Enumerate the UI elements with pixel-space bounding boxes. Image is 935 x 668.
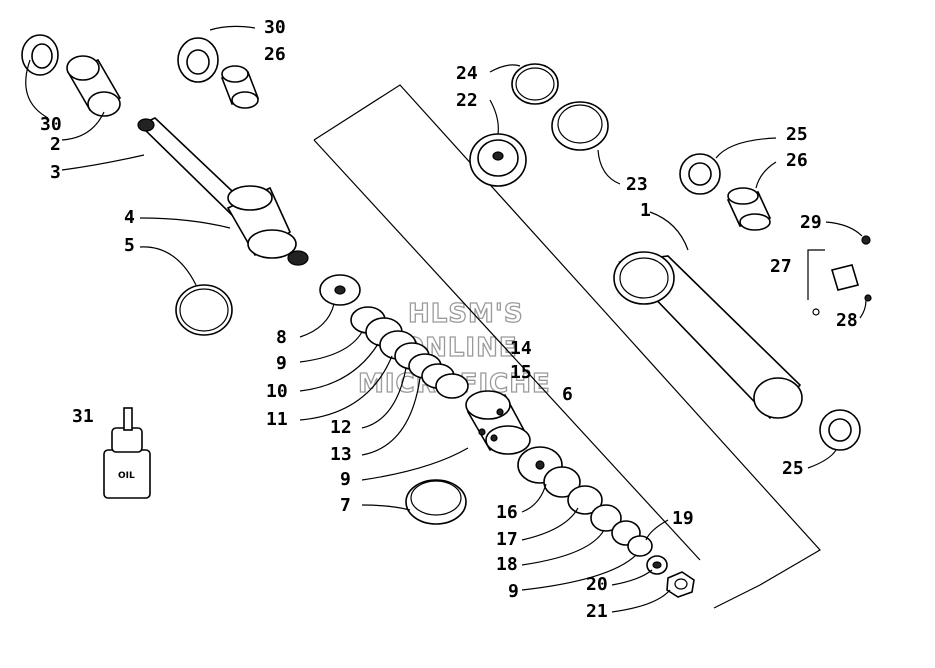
bushing-25-upper: [679, 153, 721, 195]
o-ring-24-inner: [515, 67, 555, 101]
callout-31: 31: [72, 406, 94, 427]
callout-12: 12: [330, 417, 352, 438]
leader-lines: [25, 25, 867, 613]
callout-13: 13: [330, 444, 352, 465]
eyelet-bushing-30-right: [177, 37, 219, 83]
o-ring-5-inner: [179, 288, 229, 332]
shock-body-1: [613, 251, 803, 420]
seal-head-22: [469, 133, 527, 187]
callout-16: 16: [496, 502, 518, 523]
callout-29: 29: [800, 212, 822, 233]
eyelet-2: [66, 55, 122, 117]
eyelet-bushing-30-left: [21, 34, 59, 76]
callout-28: 28: [836, 310, 858, 331]
oil-bottle-label: OIL: [118, 471, 135, 481]
callout-21: 21: [586, 601, 608, 622]
callout-14: 14: [510, 338, 532, 359]
callout-10: 10: [266, 381, 288, 402]
shaft-head-4: [226, 185, 309, 266]
callout-labels: 30 26 30 2 3 4 5 8 9 10 11 12 13 9 7 14 …: [40, 17, 858, 622]
callout-6: 6: [562, 384, 573, 405]
piston-6: [465, 390, 531, 455]
callout-18: 18: [496, 554, 518, 575]
callout-22: 22: [456, 90, 478, 111]
callout-30-left: 30: [40, 114, 62, 135]
callout-26-right: 26: [786, 150, 808, 171]
callout-9-upper: 9: [276, 353, 287, 374]
callout-24: 24: [456, 63, 478, 84]
assembly-frame-left: [313, 139, 701, 561]
callout-1: 1: [640, 200, 651, 221]
piston-band-7: [405, 479, 467, 525]
callout-25-lower: 25: [782, 458, 804, 479]
callout-11: 11: [266, 409, 288, 430]
callout-15: 15: [510, 362, 532, 383]
callout-17: 17: [496, 529, 518, 550]
callout-5: 5: [124, 235, 135, 256]
callout-4: 4: [124, 207, 135, 228]
oil-bottle-31: OIL: [103, 407, 151, 499]
callout-27: 27: [770, 256, 792, 277]
o-ring-24: [511, 63, 559, 105]
callout-23: 23: [626, 174, 648, 195]
watermark-line1: HLSM'S: [408, 299, 524, 329]
callout-30-top: 30: [264, 17, 286, 38]
bushing-26-left: [220, 65, 260, 109]
callout-8: 8: [276, 327, 287, 348]
callout-2: 2: [50, 134, 61, 155]
band-23: [551, 101, 609, 151]
callout-25-upper: 25: [786, 124, 808, 145]
valve-assembly-27: [812, 235, 872, 316]
washer-stack: [319, 274, 469, 399]
callout-9-middle: 9: [340, 469, 351, 490]
bushing-26-right: [726, 187, 772, 231]
callout-7: 7: [340, 495, 351, 516]
o-ring-5: [175, 284, 233, 336]
assembly-frame: [313, 84, 821, 609]
callout-19: 19: [672, 508, 694, 529]
callout-20: 20: [586, 574, 608, 595]
bushing-25-lower: [819, 409, 861, 451]
callout-26-top-left: 26: [264, 44, 286, 65]
callout-3: 3: [50, 162, 61, 183]
watermark: HLSM'S ONLINE MICROFICHE: [357, 298, 550, 399]
lower-washer-stack: [517, 446, 695, 598]
callout-9-lower: 9: [508, 581, 519, 602]
